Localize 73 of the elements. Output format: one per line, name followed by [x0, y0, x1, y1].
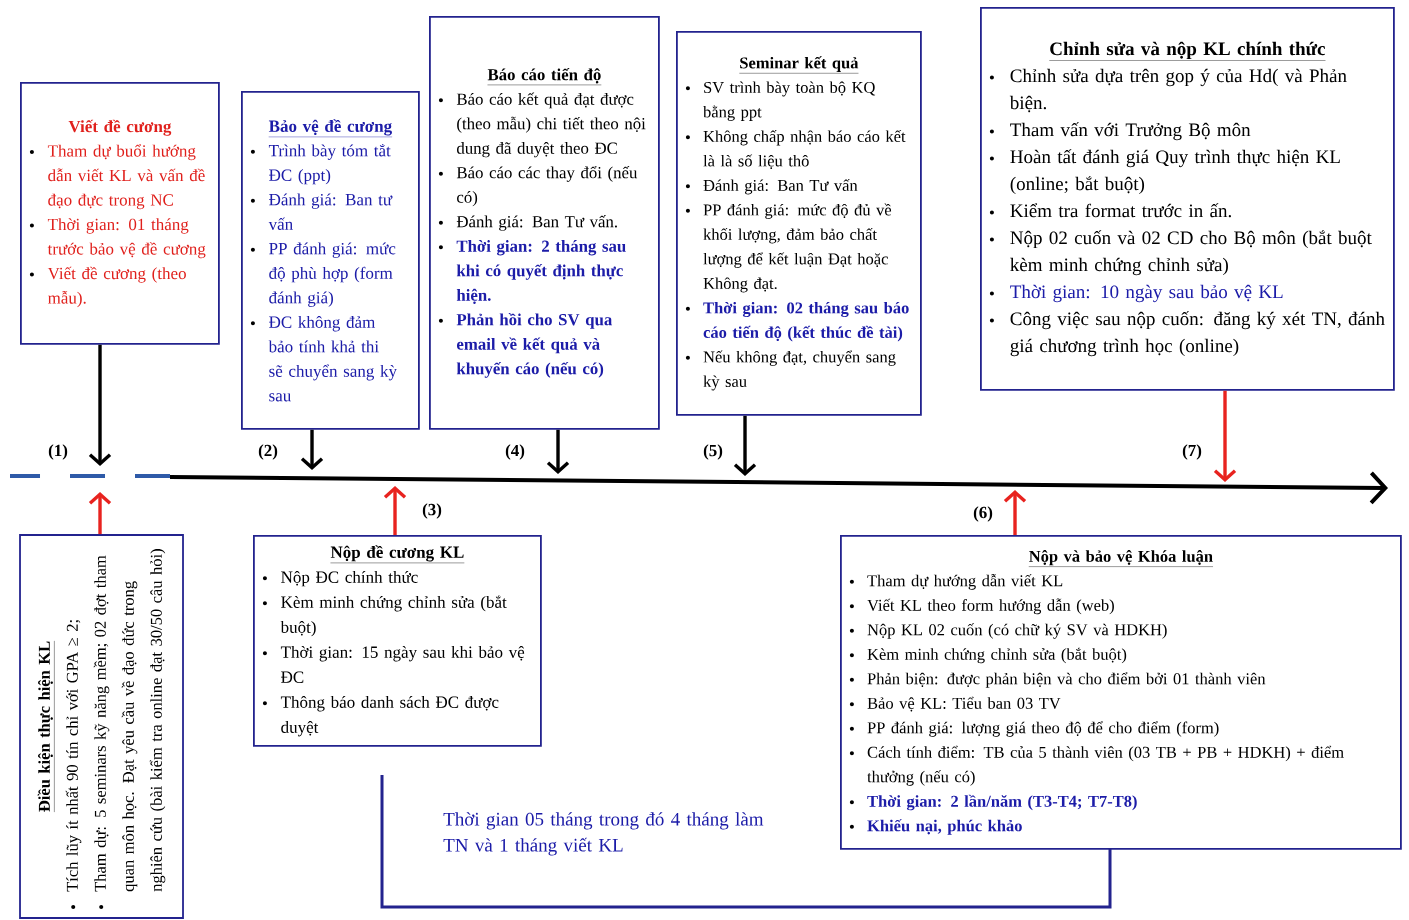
step-box — [241, 91, 420, 430]
box-heading: Nộp đề cương KL — [330, 545, 465, 564]
step-box — [253, 535, 542, 747]
bullet-item: Đánh giá: Ban Tư vấn. — [438, 215, 617, 231]
bullet-item: Cách tính điểm: TB của 5 thành viên (03 TB + PB + HDKH) + điểm thưởng (nếu có) — [849, 745, 1344, 786]
bullet-item: Thời gian: 01 tháng trước bảo vệ đề cương — [29, 218, 206, 259]
bullet-item: Kiểm tra format trước in ấn. — [989, 203, 1231, 218]
bullet-item: Khiếu nại, phúc khảo — [849, 819, 1022, 835]
arrow — [383, 486, 407, 535]
bullet-item: Tham dự buổi hướng dẫn viết KL và vấn đề đạo đực trong NC — [29, 144, 205, 210]
bullet-item: Chỉnh sửa dựa trên gop ý của Hd( và Phản biện. — [989, 68, 1347, 113]
bullet-item: Viết đề cương (theo mẫu). — [29, 266, 186, 308]
bullet-item: Bảo vệ KL: Tiểu ban 03 TV — [849, 696, 1061, 712]
bullet-item: Nộp ĐC chính thức — [262, 570, 418, 587]
box-heading: Điều kiện thực hiện KL — [37, 640, 55, 813]
bullet-item: PP đánh giá: lượng giá theo độ để cho điểm (form) — [849, 721, 1219, 737]
bullet-item: Báo cáo các thay đổi (nếu có) — [438, 166, 638, 207]
step-box — [20, 82, 220, 345]
step-number: (6) — [973, 506, 993, 522]
step-box — [19, 534, 184, 919]
arrow — [1213, 390, 1237, 482]
bullet-item: Tham dự: 5 seminars kỹ năng mềm; 02 đợt tham quan môn học. Đạt yêu cầu về đạo đức trong nghiên cứu (bài kiểm tra online đạt 30/50 câu hỏi) — [93, 549, 166, 909]
bullet-item: Đánh giá: Ban tư vấn — [250, 193, 393, 230]
box-heading: Bảo vệ đề cương — [268, 119, 393, 138]
arrow — [546, 429, 570, 474]
step-number: (3) — [422, 503, 442, 519]
step-number: (5) — [703, 444, 723, 460]
step-number: (4) — [505, 444, 525, 460]
duration-note: Thời gian 05 tháng trong đó 4 tháng làm TN và 1 tháng viết KL — [443, 812, 764, 856]
bullet-item: SV trình bày toàn bộ KQ bằng ppt — [685, 81, 876, 121]
bullet-item: Công việc sau nộp cuốn: đăng ký xét TN, đánh giá chương trình học (online) — [989, 311, 1385, 357]
bullet-item: Không chấp nhận báo cáo kết là là số liệu thô — [685, 129, 906, 170]
bullet-item: Kèm minh chứng chỉnh sửa (bắt buột) — [262, 595, 507, 637]
bullet-item: ĐC không đảm bảo tính khả thi sẽ chuyển sang kỳ sau — [250, 315, 397, 402]
bullet-item: PP đánh giá: mức độ đủ về khối lượng, đảm bảo chất lượng để kết luận Đạt hoặc Không đạt. — [685, 203, 892, 293]
bullet-item: Thời gian: 02 tháng sau báo cáo tiến độ (kết thúc đề tài) — [685, 301, 909, 342]
bullet-item: Báo cáo kết quả đạt được (theo mẫu) chi tiết theo nội dung đã duyệt theo ĐC — [438, 92, 646, 158]
box-heading: Chỉnh sửa và nộp KL chính thức — [1049, 41, 1326, 61]
bullet-item: Thông báo danh sách ĐC được duyệt — [262, 695, 499, 737]
arrow — [88, 344, 112, 466]
arrow — [88, 492, 112, 535]
bullet-item: Tham dự hướng dẫn viết KL — [849, 573, 1063, 590]
callout-number: (1) — [48, 444, 68, 460]
box-heading: Viết đề cương — [68, 119, 172, 136]
bullet-item: Thời gian: 15 ngày sau khi bảo vệ ĐC — [262, 645, 525, 683]
box-heading: Seminar kết quả — [739, 56, 859, 74]
step-box — [676, 31, 922, 416]
bullet-item: Phản biện: được phản biện và cho điểm bởi 01 thành viên — [849, 672, 1266, 688]
step-box — [840, 535, 1402, 850]
bullet-item: Đánh giá: Ban Tư vấn — [685, 178, 858, 195]
bullet-item: Thời gian: 10 ngày sau bảo vệ KL — [989, 284, 1283, 303]
arrow — [1003, 490, 1027, 535]
bullet-item: Tham vấn với Trưởng Bộ môn — [989, 122, 1251, 141]
bullet-item: Tích lũy ít nhất 90 tín chỉ với GPA ≥ 2; — [65, 620, 82, 909]
step-number: (2) — [258, 444, 278, 460]
bullet-item: Kèm minh chứng chỉnh sửa (bắt buột) — [849, 647, 1127, 664]
box-heading: Nộp và bảo vệ Khóa luận — [1028, 550, 1214, 567]
bullet-item: Thời gian: 2 tháng sau khi có quyết định thực hiện. — [438, 240, 626, 304]
bullet-item: Trình bày tóm tắt ĐC (ppt) — [250, 143, 391, 185]
bullet-item: Nộp KL 02 cuốn (có chữ ký SV và HDKH) — [849, 623, 1167, 639]
bullet-item: Hoàn tất đánh giá Quy trình thực hiện KL (online; bắt buột) — [989, 149, 1340, 195]
bullet-item: Viết KL theo form hướng dẫn (web) — [849, 598, 1114, 615]
arrow — [300, 429, 324, 470]
step-box — [980, 7, 1395, 391]
box-heading: Báo cáo tiến độ — [487, 68, 602, 86]
bullet-item: Nếu không đạt, chuyển sang kỳ sau — [685, 350, 896, 391]
bullet-item: Phản hồi cho SV qua email về kết quả và khuyến cáo (nếu có) — [438, 313, 613, 378]
bullet-item: Nộp 02 cuốn và 02 CD cho Bộ môn (bắt buột kèm minh chứng chỉnh sửa) — [989, 230, 1372, 276]
bullet-item: PP đánh giá: mức độ phù hợp (form đánh giá) — [250, 242, 396, 307]
step-number: (7) — [1182, 444, 1202, 460]
arrow — [733, 415, 757, 476]
bullet-item: Thời gian: 2 lần/năm (T3-T4; T7-T8) — [849, 794, 1137, 811]
step-box — [429, 16, 660, 430]
